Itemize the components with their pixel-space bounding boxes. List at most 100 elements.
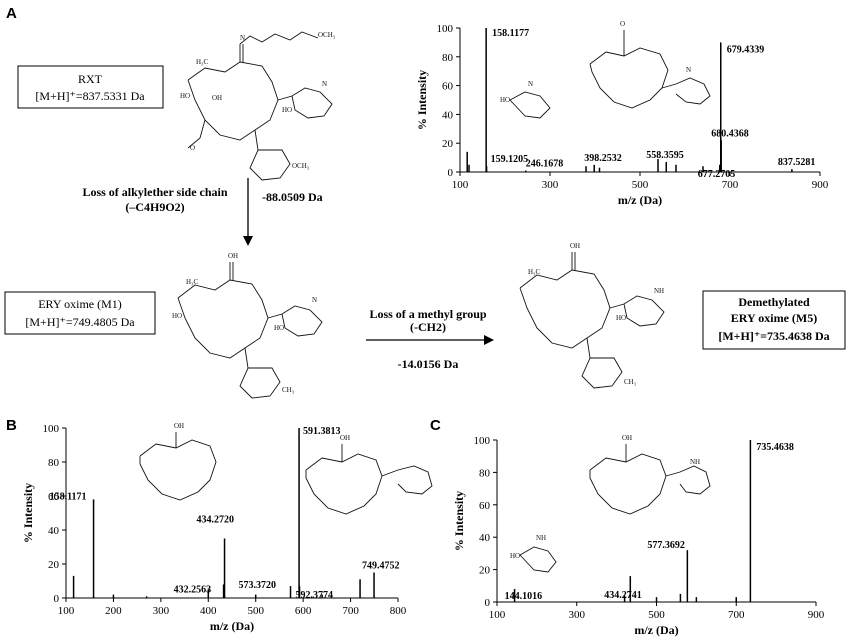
y-tick-label: 80 xyxy=(442,52,454,64)
y-axis-label: % Intensity xyxy=(452,491,466,551)
x-tick-label: 900 xyxy=(812,179,829,191)
spectrum-a-inset-structures: HO N O N xyxy=(500,20,711,119)
rxt-mass: [M+H]⁺=837.5331 Da xyxy=(35,89,145,103)
spectrum-c-inset-structures: OH NH HO NH xyxy=(510,434,711,573)
m5-line2: ERY oxime (M5) xyxy=(731,311,817,325)
y-axis-label: % Intensity xyxy=(415,70,429,130)
peak-label: 837.5281 xyxy=(778,157,816,168)
loss2-label-1: Loss of a methyl group xyxy=(369,307,486,321)
loss2-arrow xyxy=(366,335,494,345)
y-tick-label: 20 xyxy=(48,559,60,571)
spec-b-frag1-oh: OH xyxy=(174,422,184,430)
m5-ch3: CH₃ xyxy=(624,378,637,386)
spec-a-frag2-n: N xyxy=(686,66,691,74)
y-tick-label: 40 xyxy=(479,532,491,544)
y-tick-label: 100 xyxy=(437,23,454,35)
x-tick-label: 600 xyxy=(295,605,312,617)
x-tick-label: 100 xyxy=(489,609,506,621)
x-tick-label: 500 xyxy=(648,609,665,621)
peak-label: 432.2563 xyxy=(174,584,212,595)
x-tick-label: 900 xyxy=(808,609,825,621)
loss2-label-2: (-CH2) xyxy=(410,320,446,334)
y-tick-label: 60 xyxy=(442,81,454,93)
spec-b-frag2-oh: OH xyxy=(340,434,350,442)
spec-c-frag1-nh: NH xyxy=(690,458,700,466)
rxt-o-label: O xyxy=(190,144,195,152)
rxt-oxime-n: N xyxy=(240,34,245,42)
peak-label: 680.4368 xyxy=(711,128,749,139)
x-axis-label: m/z (Da) xyxy=(618,193,662,207)
m1-n: N xyxy=(312,296,317,304)
x-tick-label: 500 xyxy=(632,179,649,191)
panel-letter-b: B xyxy=(6,417,17,434)
m5-oh-oxime: OH xyxy=(570,242,580,250)
x-tick-label: 800 xyxy=(390,605,407,617)
panel-letter-c: C xyxy=(430,417,441,434)
m1-box: ERY oxime (M1) [M+H]⁺=749.4805 Da xyxy=(4,291,156,335)
rxt-n-label: N xyxy=(322,80,327,88)
rxt-och3-sugar: OCH₃ xyxy=(292,162,310,170)
rxt-structure: N OCH₃ H₃C HO OH N HO OCH₃ O xyxy=(180,31,336,181)
m1-name: ERY oxime (M1) xyxy=(38,297,122,311)
m5-box: Demethylated ERY oxime (M5) [M+H]⁺=735.4… xyxy=(702,290,846,350)
y-tick-label: 40 xyxy=(442,109,454,121)
spec-a-frag2-o: O xyxy=(620,20,625,28)
x-tick-label: 700 xyxy=(722,179,739,191)
x-tick-label: 700 xyxy=(342,605,359,617)
peak-label: 591.3813 xyxy=(303,426,341,437)
m5-line1: Demethylated xyxy=(738,295,810,309)
m1-ho: HO xyxy=(172,312,182,320)
peak-label: 749.4752 xyxy=(362,561,400,572)
x-tick-label: 200 xyxy=(105,605,122,617)
loss1-mass: -88.0509 Da xyxy=(262,190,323,204)
peak-label: 144.1016 xyxy=(505,591,543,602)
peak-label: 158.1171 xyxy=(50,491,87,502)
y-tick-label: 100 xyxy=(43,423,60,435)
rxt-ho-sugar: HO xyxy=(282,106,292,114)
x-axis-label: m/z (Da) xyxy=(210,619,254,633)
loss1-label-1: Loss of alkylether side chain xyxy=(82,185,227,199)
y-tick-label: 100 xyxy=(474,435,491,447)
rxt-side-chain-och3: OCH₃ xyxy=(318,31,336,39)
spec-a-frag1-ho: HO xyxy=(500,96,510,104)
spec-c-frag2-nh: NH xyxy=(536,534,546,542)
y-tick-label: 80 xyxy=(48,457,60,469)
peak-label: 679.4339 xyxy=(727,44,765,55)
x-tick-label: 300 xyxy=(153,605,170,617)
x-tick-label: 300 xyxy=(542,179,559,191)
m5-ho-sugar: HO xyxy=(616,314,626,322)
y-tick-label: 80 xyxy=(479,467,491,479)
loss1-label-2: (–C4H9O2) xyxy=(125,200,184,214)
y-tick-label: 20 xyxy=(479,565,491,577)
peak-label: 159.1205 xyxy=(491,154,529,165)
x-tick-label: 500 xyxy=(247,605,264,617)
m1-h3c: H₃C xyxy=(186,278,198,286)
peak-label: 158.1177 xyxy=(492,28,529,39)
peak-label: 573.3720 xyxy=(239,580,277,591)
x-tick-label: 100 xyxy=(452,179,469,191)
x-axis-label: m/z (Da) xyxy=(634,623,678,637)
x-tick-label: 400 xyxy=(200,605,217,617)
m1-mass: [M+H]⁺=749.4805 Da xyxy=(25,315,135,329)
y-tick-label: 40 xyxy=(48,525,60,537)
peak-label: 398.2532 xyxy=(584,153,622,164)
panel-letter-a: A xyxy=(6,5,17,22)
spec-c-frag2-ho: HO xyxy=(510,552,520,560)
peak-label: 677.2705 xyxy=(698,169,736,180)
spec-c-frag1-oh: OH xyxy=(622,434,632,442)
m5-line3: [M+H]⁺=735.4638 Da xyxy=(718,329,829,343)
peak-label: 592.3774 xyxy=(296,590,334,601)
m1-ho-sugar: HO xyxy=(274,324,284,332)
rxt-oh-label-2: OH xyxy=(212,94,222,102)
m1-structure: OH H₃C HO N HO CH₃ xyxy=(172,252,323,399)
x-tick-label: 100 xyxy=(58,605,75,617)
m1-ch3: CH₃ xyxy=(282,386,295,394)
peak-label: 246.1678 xyxy=(526,159,564,170)
rxt-h3c-label: H₃C xyxy=(196,58,208,66)
y-tick-label: 60 xyxy=(479,500,491,512)
